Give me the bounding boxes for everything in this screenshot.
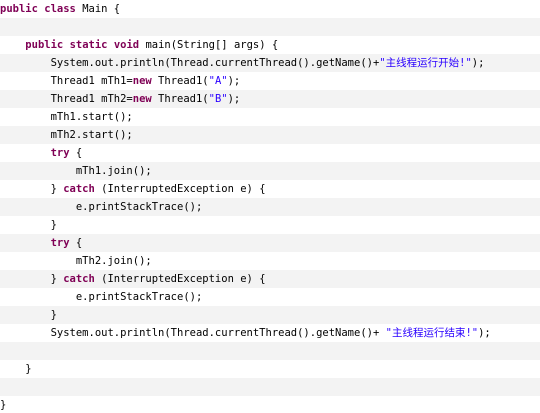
code-token: } (0, 399, 7, 411)
string-token: "主线程运行开始!" (379, 57, 472, 69)
code-line (0, 342, 540, 360)
code-line: mTh1.start(); (0, 108, 540, 126)
code-line: } catch (InterruptedException e) { (0, 270, 540, 288)
code-token: } (0, 309, 57, 321)
code-line (0, 378, 540, 396)
code-token: e.printStackTrace(); (0, 201, 203, 213)
keyword-token: catch (63, 183, 95, 195)
code-line: } (0, 216, 540, 234)
code-token: Main { (75, 3, 121, 15)
keyword-token: static (69, 39, 108, 51)
code-token: { (69, 237, 83, 249)
code-token: ); (471, 57, 485, 69)
code-token: System.out.println(Thread.currentThread(… (0, 327, 386, 339)
string-token: "主线程运行结束!" (385, 327, 479, 339)
code-line: public class Main { (0, 0, 540, 18)
code-token (0, 237, 51, 249)
code-line: } (0, 396, 540, 413)
code-token: } (0, 183, 64, 195)
string-token: "B" (208, 93, 228, 105)
code-line: try { (0, 144, 540, 162)
code-token: Thread1( (151, 75, 209, 87)
code-token: (InterruptedException e) { (94, 183, 266, 195)
code-line (0, 18, 540, 36)
code-line: Thread1 mTh2=new Thread1("B"); (0, 90, 540, 108)
keyword-token: class (44, 3, 76, 15)
code-token (0, 39, 25, 51)
code-line: System.out.println(Thread.currentThread(… (0, 324, 540, 342)
code-token: mTh2.start(); (0, 129, 133, 141)
code-line: try { (0, 234, 540, 252)
code-token: ); (478, 327, 491, 339)
code-line: e.printStackTrace(); (0, 288, 540, 306)
code-line: mTh2.start(); (0, 126, 540, 144)
keyword-token: try (50, 237, 70, 249)
code-token: mTh1.join(); (0, 165, 152, 177)
keyword-token: void (113, 39, 140, 51)
code-line: System.out.println(Thread.currentThread(… (0, 54, 540, 72)
code-token: mTh1.start(); (0, 111, 133, 123)
code-line: } (0, 306, 540, 324)
code-token: (InterruptedException e) { (94, 273, 266, 285)
code-line: mTh1.join(); (0, 162, 540, 180)
string-token: "A" (208, 75, 228, 87)
keyword-token: new (132, 93, 152, 105)
code-line: e.printStackTrace(); (0, 198, 540, 216)
code-token: main(String[] args) { (139, 39, 279, 51)
code-token: ); (227, 93, 241, 105)
code-line: } (0, 360, 540, 378)
code-token: } (0, 219, 57, 231)
code-token: } (0, 363, 32, 375)
code-line: public static void main(String[] args) { (0, 36, 540, 54)
code-line: Thread1 mTh1=new Thread1("A"); (0, 72, 540, 90)
code-token: mTh2.join(); (0, 255, 152, 267)
keyword-token: public (0, 3, 38, 15)
code-token (0, 147, 51, 159)
keyword-token: catch (63, 273, 95, 285)
code-token: Thread1( (151, 93, 209, 105)
code-token: ); (227, 75, 241, 87)
code-token: e.printStackTrace(); (0, 291, 203, 303)
code-token: Thread1 mTh1= (0, 75, 133, 87)
code-token: System.out.println(Thread.currentThread(… (0, 57, 380, 69)
keyword-token: new (132, 75, 152, 87)
code-token: } (0, 273, 64, 285)
keyword-token: public (25, 39, 64, 51)
code-line: } catch (InterruptedException e) { (0, 180, 540, 198)
code-token: Thread1 mTh2= (0, 93, 133, 105)
code-token: { (69, 147, 83, 159)
keyword-token: try (50, 147, 70, 159)
code-line: mTh2.join(); (0, 252, 540, 270)
